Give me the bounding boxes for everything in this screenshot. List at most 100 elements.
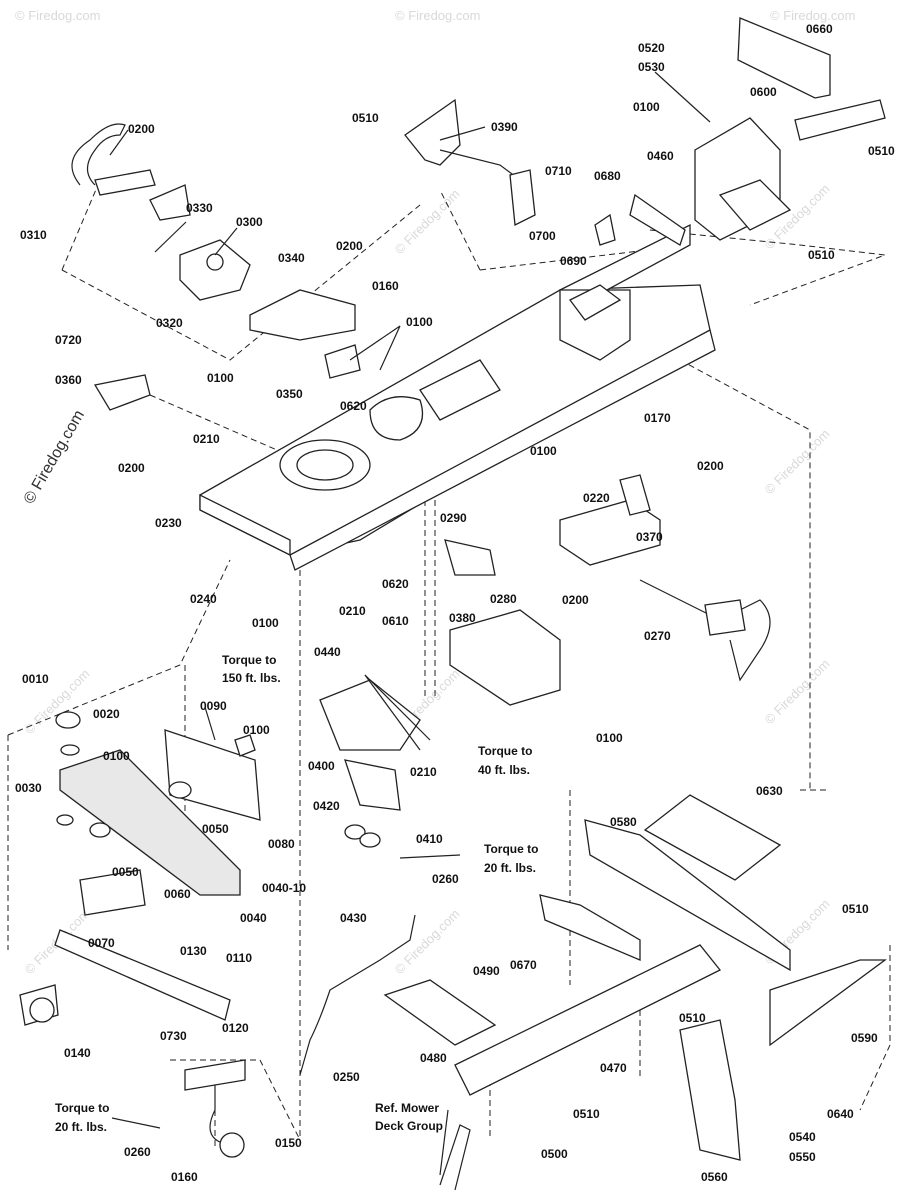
part-label: 0440 bbox=[314, 645, 341, 659]
part-label: 0500 bbox=[541, 1147, 568, 1161]
part-label: 0100 bbox=[596, 731, 623, 745]
part-label: 0690 bbox=[560, 254, 587, 268]
part-label: 0480 bbox=[420, 1051, 447, 1065]
part-label: 0360 bbox=[55, 373, 82, 387]
part-label: 0220 bbox=[583, 491, 610, 505]
part-label: 0100 bbox=[207, 371, 234, 385]
steering-shaft-assembly bbox=[299, 679, 421, 1076]
part-label: 0010 bbox=[22, 672, 49, 686]
part-label: 0120 bbox=[222, 1021, 249, 1035]
part-label: 0620 bbox=[382, 577, 409, 591]
side-watermark: © Firedog.com bbox=[21, 407, 88, 507]
part-label: 0430 bbox=[340, 911, 367, 925]
torque-note: 150 ft. lbs. bbox=[222, 671, 281, 685]
part-label: 0510 bbox=[679, 1011, 706, 1025]
mid-right-assembly bbox=[444, 474, 771, 706]
part-label: 0380 bbox=[449, 611, 476, 625]
torque-notes: Torque to 150 ft. lbs. Torque to 40 ft. … bbox=[55, 653, 538, 1134]
rear-bracket-assembly bbox=[383, 794, 887, 1191]
part-label: 0100 bbox=[252, 616, 279, 630]
part-label: 0710 bbox=[545, 164, 572, 178]
watermark: © Firedog.com bbox=[392, 906, 463, 977]
main-frame bbox=[199, 223, 716, 571]
part-label: 0520 bbox=[638, 41, 665, 55]
part-label: 0550 bbox=[789, 1150, 816, 1164]
part-label: 0310 bbox=[20, 228, 47, 242]
part-label: 0490 bbox=[473, 964, 500, 978]
watermark: © Firedog.com bbox=[395, 8, 480, 23]
part-label: 0100 bbox=[243, 723, 270, 737]
part-label: 0700 bbox=[529, 229, 556, 243]
part-label: 0600 bbox=[750, 85, 777, 99]
part-label: 0280 bbox=[490, 592, 517, 606]
part-label: 0070 bbox=[88, 936, 115, 950]
part-label: 0160 bbox=[372, 279, 399, 293]
part-label: 0160 bbox=[171, 1170, 198, 1184]
watermark: © Firedog.com bbox=[770, 8, 855, 23]
part-label: 0250 bbox=[333, 1070, 360, 1084]
part-label: 0210 bbox=[193, 432, 220, 446]
torque-note: 20 ft. lbs. bbox=[484, 861, 536, 875]
watermark: © Firedog.com bbox=[15, 8, 100, 23]
part-label: 0660 bbox=[806, 22, 833, 36]
part-label: 0200 bbox=[697, 459, 724, 473]
part-label: 0290 bbox=[440, 511, 467, 525]
part-label: 0300 bbox=[236, 215, 263, 229]
part-label: 0200 bbox=[562, 593, 589, 607]
part-label: 0510 bbox=[808, 248, 835, 262]
part-label: 0230 bbox=[155, 516, 182, 530]
part-label: 0400 bbox=[308, 759, 335, 773]
part-labels: 0660 0520 0530 0600 0510 0100 0460 0510 … bbox=[15, 22, 895, 1184]
part-label: 0560 bbox=[701, 1170, 728, 1184]
part-label: 0210 bbox=[339, 604, 366, 618]
part-label: 0390 bbox=[491, 120, 518, 134]
part-label: 0130 bbox=[180, 944, 207, 958]
watermark: © Firedog.com bbox=[762, 656, 833, 727]
part-label: 0730 bbox=[160, 1029, 187, 1043]
part-label: 0050 bbox=[112, 865, 139, 879]
watermark: © Firedog.com bbox=[392, 186, 463, 257]
part-label: 0670 bbox=[510, 958, 537, 972]
part-label: 0370 bbox=[636, 530, 663, 544]
reference-note: Deck Group bbox=[375, 1119, 443, 1133]
part-label: 0200 bbox=[128, 122, 155, 136]
part-label: 0210 bbox=[410, 765, 437, 779]
part-label: 0510 bbox=[868, 144, 895, 158]
part-label: 0330 bbox=[186, 201, 213, 215]
torque-note: Torque to bbox=[478, 744, 532, 758]
part-label: 0640 bbox=[827, 1107, 854, 1121]
part-label: 0030 bbox=[15, 781, 42, 795]
part-label: 0020 bbox=[93, 707, 120, 721]
part-label: 0610 bbox=[382, 614, 409, 628]
watermark: © Firedog.com bbox=[762, 426, 833, 497]
part-label: 0200 bbox=[336, 239, 363, 253]
part-label: 0260 bbox=[432, 872, 459, 886]
part-label: 0420 bbox=[313, 799, 340, 813]
torque-note: Torque to bbox=[55, 1101, 109, 1115]
part-label: 0040 bbox=[240, 911, 267, 925]
part-label: 0050 bbox=[202, 822, 229, 836]
part-label: 0540 bbox=[789, 1130, 816, 1144]
part-label: 0040-10 bbox=[262, 881, 306, 895]
part-label: 0510 bbox=[842, 902, 869, 916]
part-label: 0240 bbox=[190, 592, 217, 606]
part-label: 0510 bbox=[573, 1107, 600, 1121]
part-label: 0200 bbox=[118, 461, 145, 475]
reference-note: Ref. Mower bbox=[375, 1101, 439, 1115]
rear-brackets bbox=[629, 17, 886, 246]
torque-note: 40 ft. lbs. bbox=[478, 763, 530, 777]
part-label: 0410 bbox=[416, 832, 443, 846]
torque-note: Torque to bbox=[222, 653, 276, 667]
part-label: 0620 bbox=[340, 399, 367, 413]
part-label: 0100 bbox=[530, 444, 557, 458]
part-label: 0630 bbox=[756, 784, 783, 798]
part-label: 0590 bbox=[851, 1031, 878, 1045]
part-label: 0510 bbox=[352, 111, 379, 125]
front-axle-assembly bbox=[19, 711, 261, 1158]
part-label: 0580 bbox=[610, 815, 637, 829]
part-label: 0260 bbox=[124, 1145, 151, 1159]
part-label: 0100 bbox=[103, 749, 130, 763]
part-label: 0680 bbox=[594, 169, 621, 183]
